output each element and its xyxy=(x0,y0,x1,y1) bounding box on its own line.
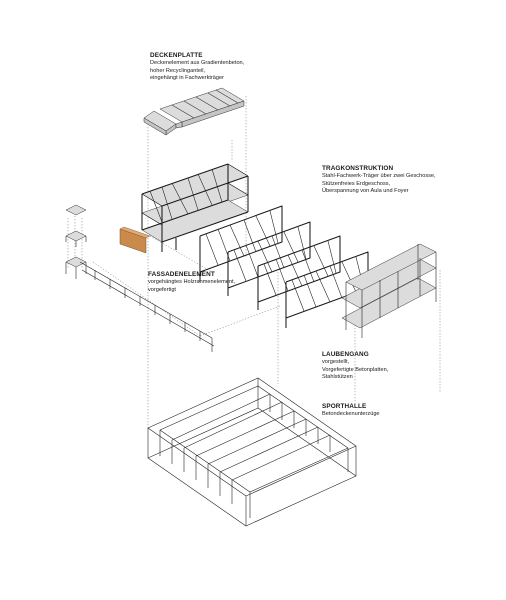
facade-detail-pieces xyxy=(65,204,87,279)
laubengang-line-1: vorgestellt, xyxy=(322,359,350,366)
truss-3 xyxy=(257,235,341,310)
tragkonstruktion-line-1: Stahl-Fachwerk-Träger über zwei Geschoss… xyxy=(322,173,436,180)
balcony-railing xyxy=(79,261,215,352)
fassadenelement-panel xyxy=(119,226,151,254)
deckenplatte-label: DECKENPLATTE Deckenelement aus Gradiente… xyxy=(150,52,244,82)
laubengang-title: LAUBENGANG xyxy=(322,351,369,358)
deckenplatte-line-2: hoher Recyclinganteil, xyxy=(150,67,206,74)
fassadenelement-line-2: vorgefertigt xyxy=(148,286,176,293)
deckenplatte-line-1: Deckenelement aus Gradientenbeton, xyxy=(150,60,245,67)
sporthalle-line-1: Betondeckenunterzüge xyxy=(322,411,380,418)
deckenplatte-line-3: eingehängt in Fachwerkträger xyxy=(150,74,225,81)
separated-trusses xyxy=(199,205,369,328)
sporthalle-title: SPORTHALLE xyxy=(322,403,367,410)
laubengang-label: LAUBENGANG vorgestellt, Vorgefertigte Be… xyxy=(322,351,388,381)
sporthalle-frame xyxy=(147,377,357,527)
tragkonstruktion-block xyxy=(141,163,249,252)
truss-2 xyxy=(227,221,311,296)
tragkonstruktion-line-2: Stützenfreies Erdgeschoss, xyxy=(322,180,391,187)
laubengang-line-3: Stahlstützen xyxy=(322,373,353,380)
tragkonstruktion-title: TRAGKONSTRUKTION xyxy=(322,165,394,172)
tragkonstruktion-label: TRAGKONSTRUKTION Stahl-Fachwerk-Träger ü… xyxy=(322,165,436,195)
tragkonstruktion-line-3: Überspannung von Aula und Foyer xyxy=(322,187,409,194)
deckenplatte-title: DECKENPLATTE xyxy=(150,52,203,59)
fassadenelement-label: FASSADENELEMENT vorgehängtes Holzrahmene… xyxy=(148,271,235,294)
laubengang-line-2: Vorgefertigte Betonplatten, xyxy=(322,366,389,373)
fassadenelement-line-1: vorgehängtes Holzrahmenelement, xyxy=(148,279,236,286)
laubengang-structure xyxy=(341,243,437,338)
fassadenelement-title: FASSADENELEMENT xyxy=(148,271,215,278)
deckenplatte-slab xyxy=(143,87,245,136)
sporthalle-label: SPORTHALLE Betondeckenunterzüge xyxy=(322,403,380,419)
